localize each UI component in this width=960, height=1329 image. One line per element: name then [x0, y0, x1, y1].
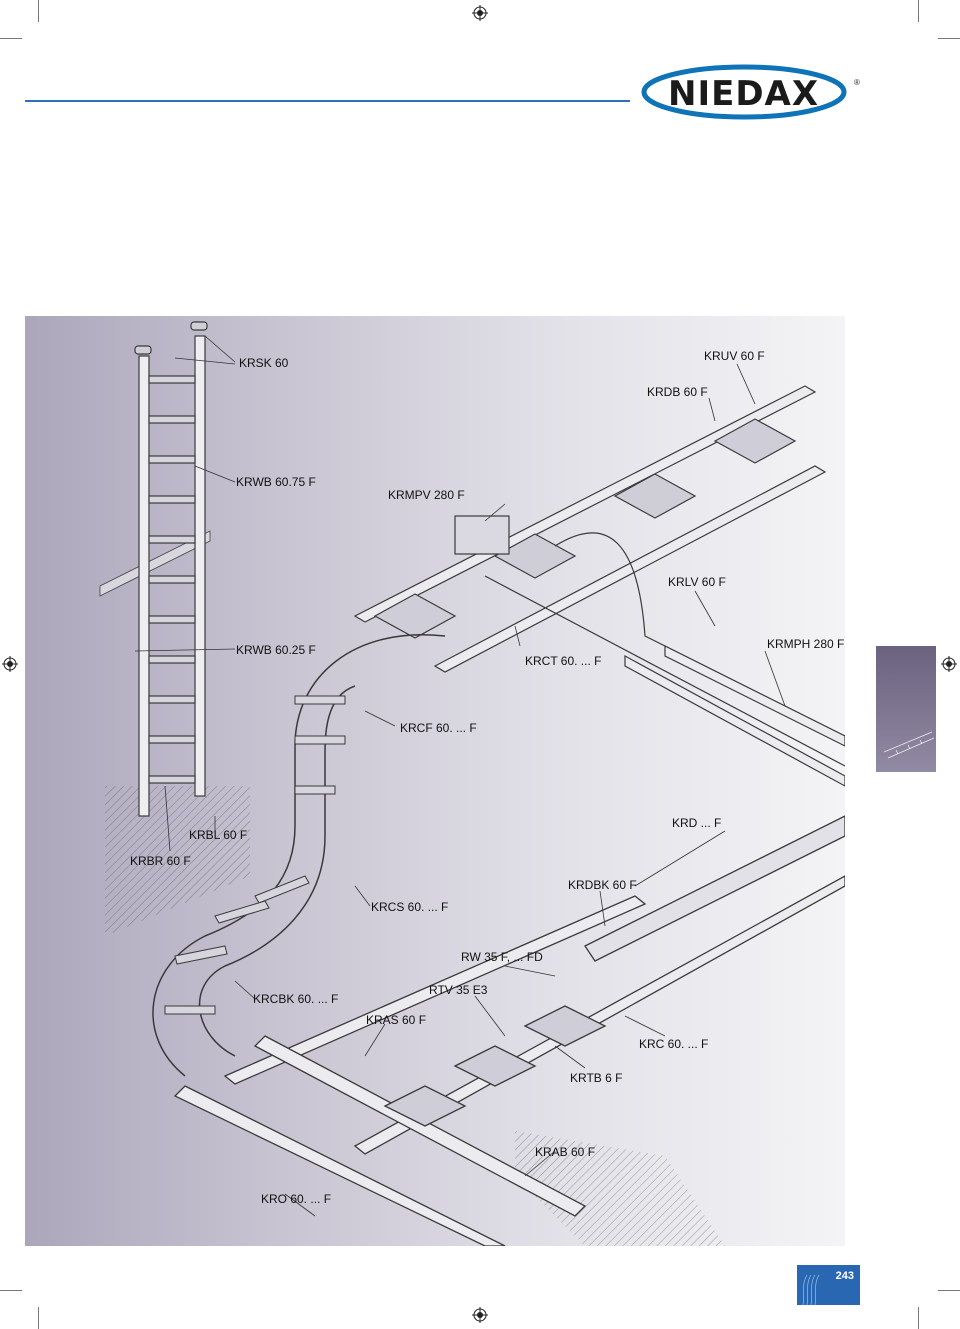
label-krsk: KRSK 60: [239, 356, 289, 370]
cable-ladder-illustration: KRSK 60 KRUV 60 F KRDB 60 F KRWB 60.75 F…: [25, 316, 845, 1246]
label-krtb: KRTB 6 F: [570, 1071, 623, 1085]
crop-mark: [38, 1307, 39, 1329]
label-krwb-25: KRWB 60.25 F: [236, 643, 316, 657]
label-krc: KRC 60. ... F: [639, 1037, 709, 1051]
page-number: 243: [835, 1270, 854, 1282]
ladder-thumbnail-icon: [883, 731, 935, 759]
header-rule: [25, 100, 630, 102]
label-rw: RW 35 F, ... FD: [461, 950, 543, 964]
label-krab: KRAB 60 F: [535, 1145, 596, 1159]
label-krd: KRD ... F: [672, 816, 722, 830]
registration-mark-icon: [472, 5, 488, 21]
ladder-system-drawing: [99, 321, 845, 1246]
label-krmpv: KRMPV 280 F: [388, 488, 465, 502]
label-krcs: KRCS 60. ... F: [371, 900, 449, 914]
label-kro: KRO 60. ... F: [261, 1192, 332, 1206]
label-krcf: KRCF 60. ... F: [400, 721, 477, 735]
label-krdbk: KRDBK 60 F: [568, 878, 637, 892]
crop-mark: [0, 38, 22, 39]
page-number-badge: 243: [797, 1265, 860, 1305]
registration-mark-icon: [941, 656, 957, 672]
crop-mark: [918, 1307, 919, 1329]
label-krwb-75: KRWB 60.75 F: [236, 475, 316, 489]
crop-mark: [938, 38, 960, 39]
label-kruv: KRUV 60 F: [704, 349, 765, 363]
label-krbr: KRBR 60 F: [130, 854, 191, 868]
label-krcbk: KRCBK 60. ... F: [253, 992, 339, 1006]
label-krmph: KRMPH 280 F: [767, 637, 845, 651]
label-krdb: KRDB 60 F: [647, 385, 708, 399]
label-krlv: KRLV 60 F: [668, 575, 726, 589]
registration-mark-icon: [472, 1307, 488, 1323]
label-krbl: KRBL 60 F: [189, 828, 248, 842]
crop-mark: [38, 0, 39, 22]
registration-mark-icon: [2, 656, 18, 672]
wave-pattern-icon: [802, 1274, 820, 1305]
registered-mark: ®: [854, 78, 860, 87]
crop-mark: [0, 1290, 22, 1291]
brand-name: NIEDAX: [668, 74, 820, 114]
crop-mark: [918, 0, 919, 22]
niedax-logo: NIEDAX ®: [640, 64, 862, 120]
label-kras: KRAS 60 F: [366, 1013, 427, 1027]
label-rtv: RTV 35 E3: [429, 983, 488, 997]
crop-mark: [938, 1290, 960, 1291]
label-krct: KRCT 60. ... F: [525, 654, 602, 668]
section-tab: [876, 646, 936, 772]
